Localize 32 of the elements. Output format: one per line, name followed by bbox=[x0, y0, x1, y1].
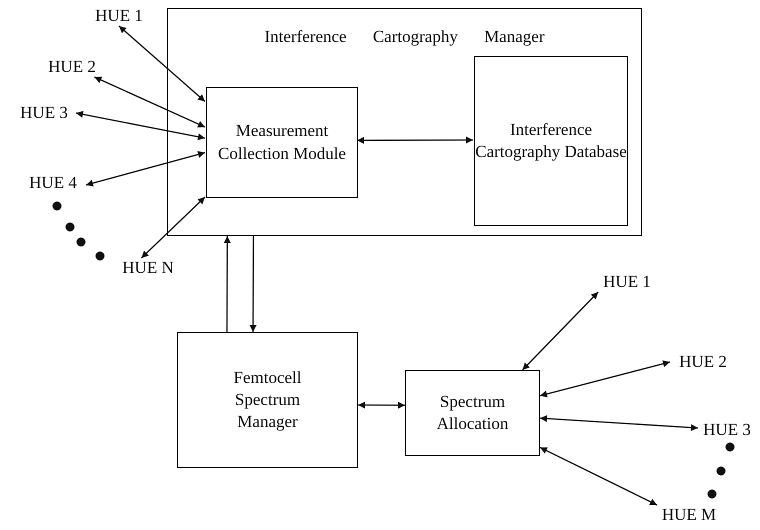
arrow bbox=[357, 136, 473, 144]
terminal-label: HUE 4 bbox=[29, 172, 77, 194]
terminal-label: HUE 2 bbox=[679, 350, 727, 373]
arrow bbox=[522, 292, 599, 370]
arrow bbox=[118, 26, 206, 102]
process-box bbox=[177, 332, 358, 468]
arrow bbox=[76, 110, 206, 140]
arrow bbox=[250, 236, 257, 332]
arrow bbox=[540, 415, 698, 432]
terminal-label: HUE 2 bbox=[48, 56, 96, 78]
terminal-label: HUE M bbox=[662, 504, 716, 526]
arrow bbox=[358, 402, 405, 409]
arrow bbox=[140, 196, 206, 258]
terminal-label: HUE 1 bbox=[95, 4, 143, 27]
arrow bbox=[224, 236, 231, 332]
box-label: Spectrum Allocation bbox=[436, 390, 510, 435]
arrow bbox=[540, 446, 658, 506]
terminal-label: HUE 3 bbox=[703, 418, 751, 441]
process-box bbox=[206, 87, 358, 198]
process-box bbox=[405, 370, 540, 456]
arrow bbox=[86, 151, 206, 187]
box-label: Femtocell Spectrum Manager bbox=[232, 366, 302, 434]
arrow bbox=[540, 360, 670, 398]
group-title: Interference Cartography Manager bbox=[264, 26, 546, 48]
box-label: Measurement Collection Module bbox=[217, 120, 347, 164]
terminal-label: HUE 3 bbox=[20, 102, 68, 124]
arrow bbox=[94, 76, 206, 128]
terminal-label: HUE 1 bbox=[603, 270, 651, 293]
process-box bbox=[474, 56, 628, 226]
box-label: Interference Cartography Database bbox=[475, 118, 627, 163]
group-box bbox=[167, 8, 642, 236]
terminal-label: HUE N bbox=[122, 256, 174, 279]
